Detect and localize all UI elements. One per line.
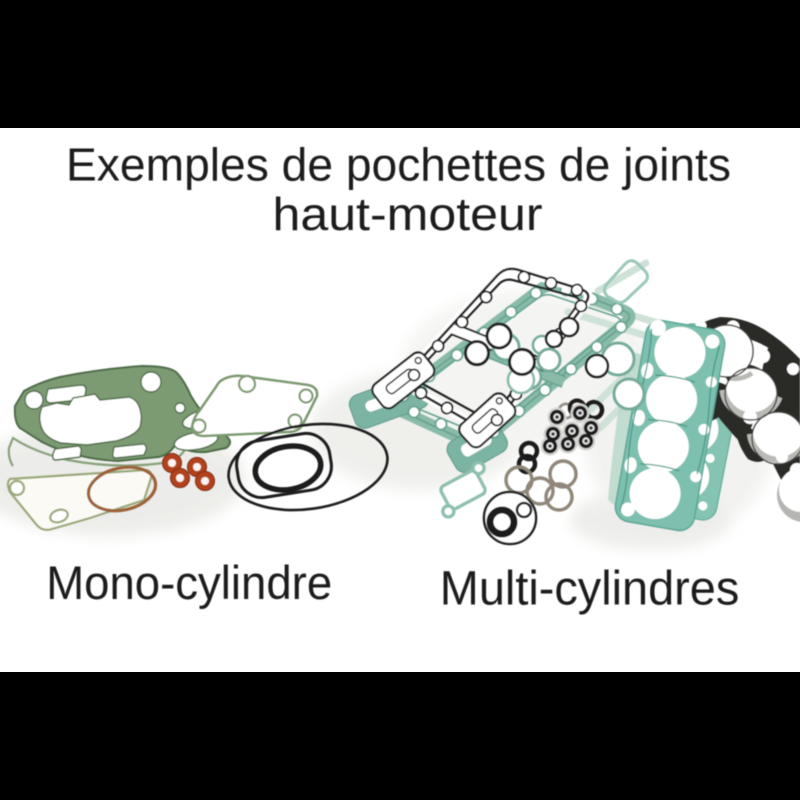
svg-text:Exemples de pochettes de joint: Exemples de pochettes de joints [66, 139, 731, 191]
svg-text:haut-moteur: haut-moteur [273, 188, 543, 240]
svg-text:Mono-cylindre: Mono-cylindre [46, 556, 332, 609]
svg-text:Multi-cylindres: Multi-cylindres [440, 563, 740, 616]
